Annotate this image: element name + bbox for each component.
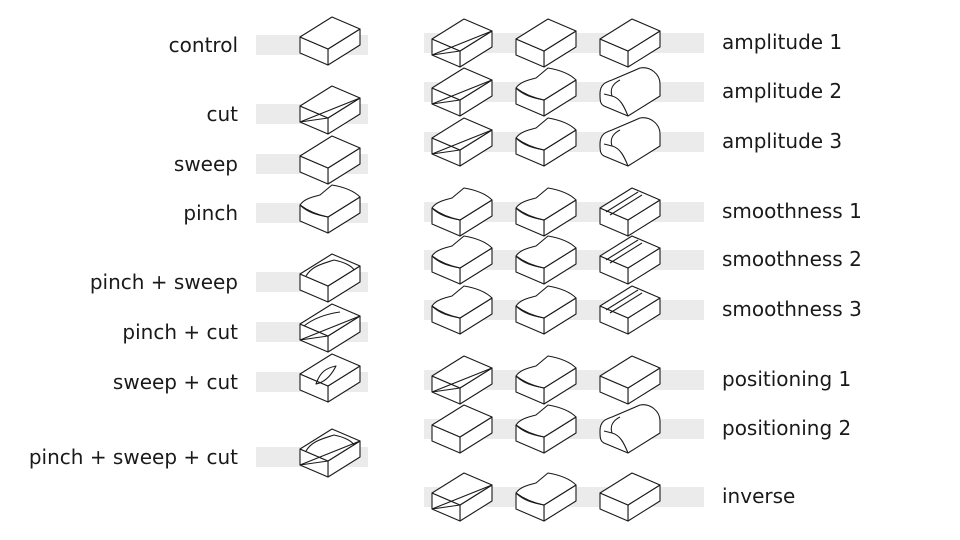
left-row-label: pinch + sweep + cut	[28, 445, 238, 469]
shape-block-pinch	[431, 285, 493, 335]
shape-block-pinch-cut	[299, 303, 361, 353]
left-row-label: pinch + cut	[122, 320, 238, 344]
shape-block-round	[599, 67, 661, 117]
right-row-label: smoothness 3	[722, 297, 862, 321]
right-row-label: smoothness 1	[722, 199, 862, 223]
shape-block-pinch	[515, 285, 577, 335]
shape-block-pinch	[299, 184, 361, 234]
left-row-label: cut	[206, 102, 238, 126]
shape-block-groove	[599, 187, 661, 237]
shape-block-cut	[431, 472, 493, 522]
shape-block-all	[299, 428, 361, 478]
right-row-label: inverse	[722, 484, 796, 508]
shape-block-plain	[299, 135, 361, 185]
shape-block-groove	[599, 235, 661, 285]
shape-block-cut	[431, 18, 493, 68]
shape-block-plain	[599, 355, 661, 405]
shape-block-cut	[431, 67, 493, 117]
shape-block-pinch-sweep	[299, 253, 361, 303]
shape-block-round	[599, 117, 661, 167]
left-row-label: sweep	[173, 152, 238, 176]
shape-block-pinch	[515, 355, 577, 405]
shape-block-round	[599, 404, 661, 454]
shape-block-cut	[431, 355, 493, 405]
shape-block-pinch	[515, 404, 577, 454]
right-row-label: smoothness 2	[722, 247, 862, 271]
shape-block-plain	[599, 472, 661, 522]
right-row-label: amplitude 2	[722, 79, 843, 103]
shape-block-pinch	[515, 117, 577, 167]
shape-block-cut	[431, 117, 493, 167]
shape-block-sweep-cut	[299, 353, 361, 403]
left-row-label: pinch	[183, 201, 238, 225]
right-row-label: amplitude 1	[722, 30, 843, 54]
shape-block-plain	[599, 18, 661, 68]
left-row-label: sweep + cut	[112, 370, 238, 394]
shape-block-cut	[299, 85, 361, 135]
shape-block-pinch	[515, 235, 577, 285]
shape-block-pinch	[431, 235, 493, 285]
shape-block-plain	[515, 18, 577, 68]
right-row-label: amplitude 3	[722, 129, 843, 153]
left-row-label: pinch + sweep	[89, 270, 238, 294]
shape-block-pinch	[515, 187, 577, 237]
shape-block-pinch	[515, 472, 577, 522]
left-row-label: control	[168, 33, 238, 57]
shape-block-pinch	[515, 67, 577, 117]
shape-block-groove	[599, 285, 661, 335]
shape-block-plain	[299, 16, 361, 66]
shape-block-plain	[431, 404, 493, 454]
right-row-label: positioning 1	[722, 367, 852, 391]
shape-block-pinch	[431, 187, 493, 237]
right-row-label: positioning 2	[722, 416, 852, 440]
